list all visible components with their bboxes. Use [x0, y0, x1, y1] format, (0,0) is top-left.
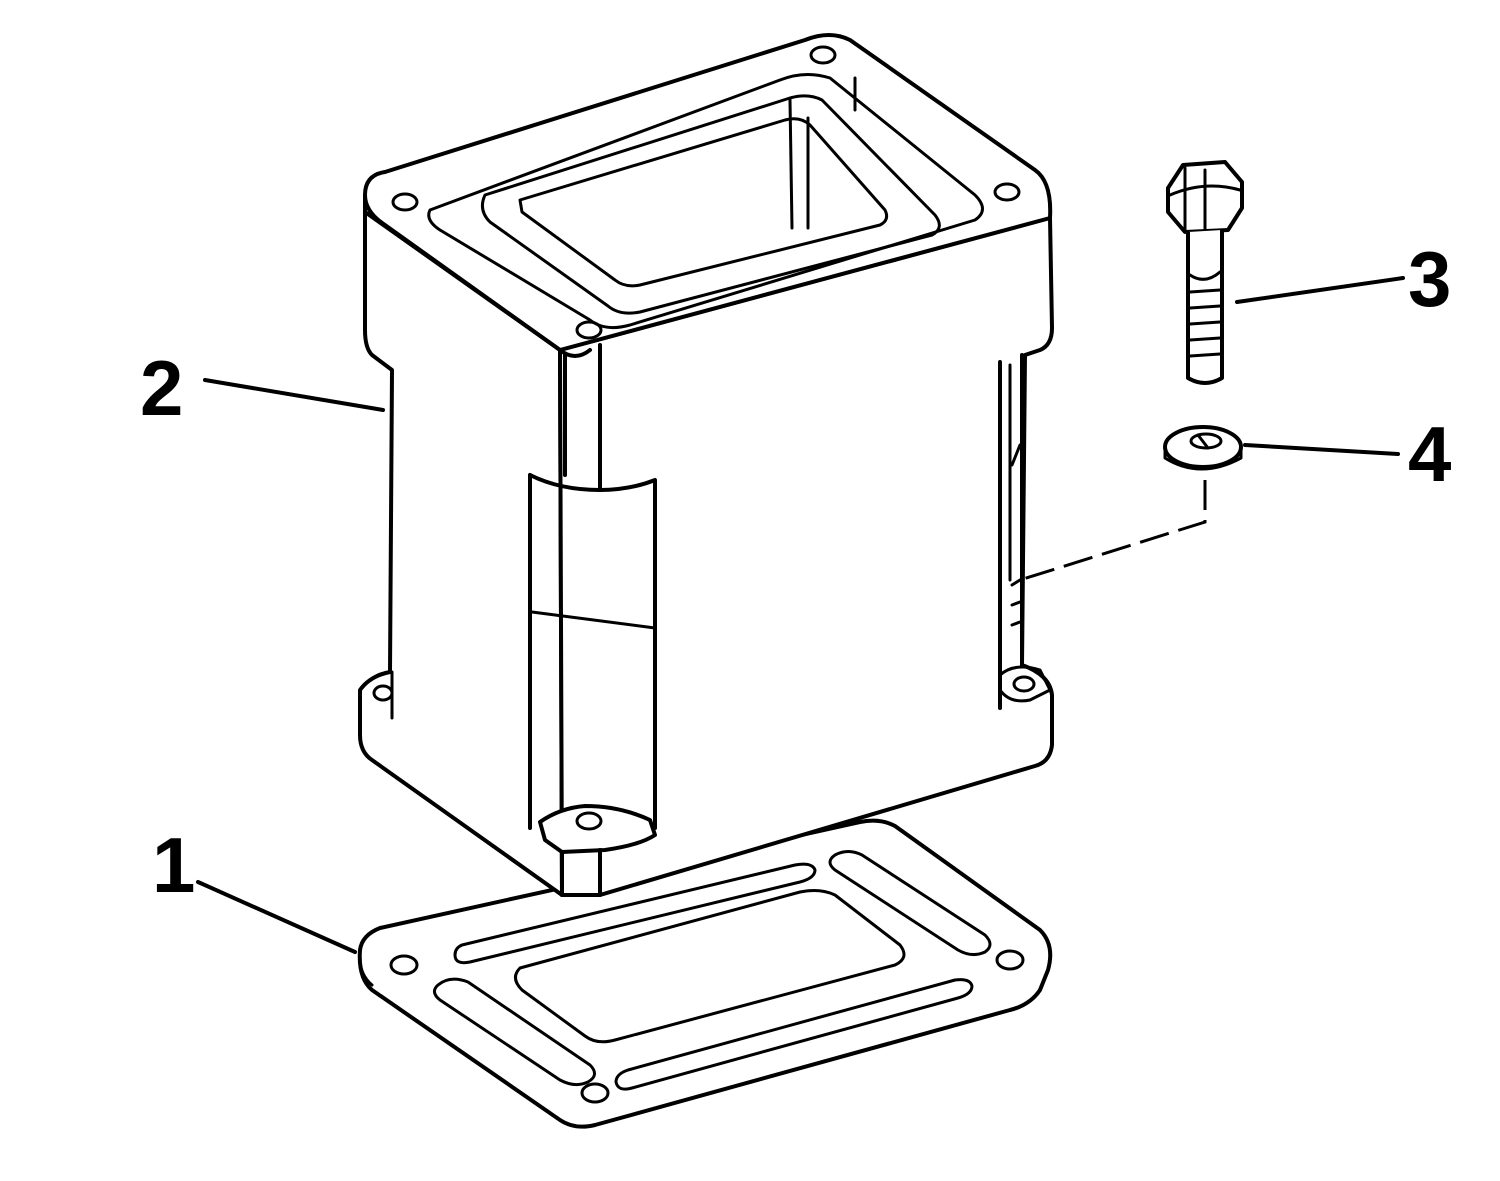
gasket-part	[357, 818, 1053, 1129]
callout-2: 2	[140, 344, 184, 432]
callout-1: 1	[152, 821, 196, 909]
bolt-part	[1166, 160, 1244, 385]
callout-4: 4	[1408, 410, 1452, 498]
lock-washer-part	[1163, 425, 1243, 471]
callout-3: 3	[1408, 235, 1452, 323]
spacer-housing-part	[358, 33, 1054, 897]
leader-line-1	[196, 880, 357, 954]
leader-line-3	[1235, 276, 1405, 304]
leader-line-4	[1243, 443, 1400, 456]
leader-line-2	[203, 378, 385, 412]
assembly-dashed-line	[1019, 480, 1207, 582]
